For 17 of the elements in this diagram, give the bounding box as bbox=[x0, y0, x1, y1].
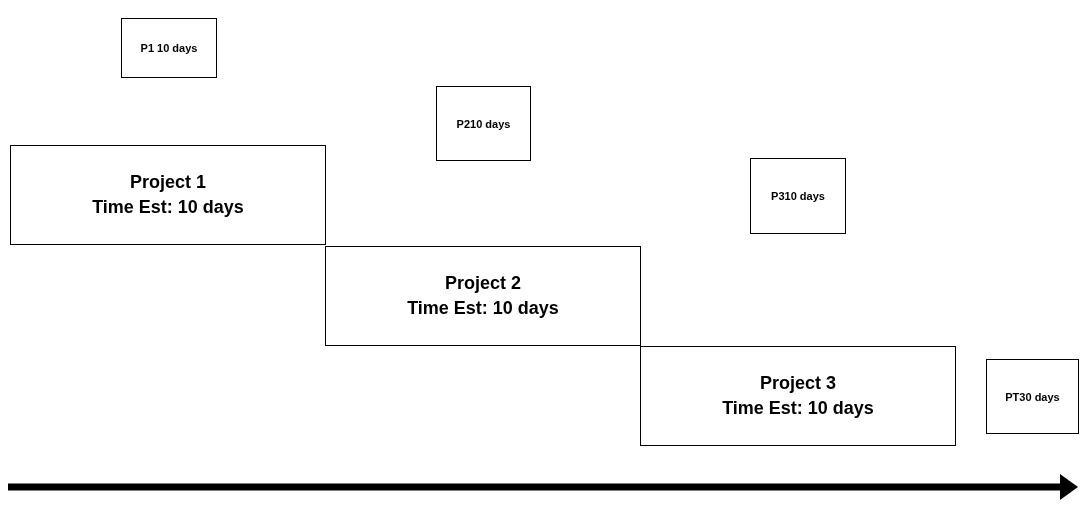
task-label: P310 days bbox=[771, 190, 825, 202]
small-task-box bbox=[436, 86, 531, 161]
small-task-box bbox=[986, 359, 1079, 434]
time-estimate: Time Est: 10 days bbox=[722, 397, 874, 420]
task-label: P1 10 days bbox=[140, 42, 198, 54]
project-box bbox=[325, 246, 641, 346]
project-title: Project 1 bbox=[129, 171, 206, 194]
project-title: Project 3 bbox=[759, 372, 836, 395]
project-box bbox=[10, 145, 326, 245]
small-task-box bbox=[750, 158, 846, 234]
project-title: Project 2 bbox=[444, 272, 521, 295]
project-box bbox=[640, 346, 956, 446]
task-label: PT30 days bbox=[1005, 390, 1060, 403]
time-estimate: Time Est: 10 days bbox=[407, 297, 559, 320]
time-estimate: Time Est: 10 days bbox=[92, 196, 244, 219]
small-task-box bbox=[121, 18, 217, 78]
task-label: P210 days bbox=[456, 117, 511, 130]
